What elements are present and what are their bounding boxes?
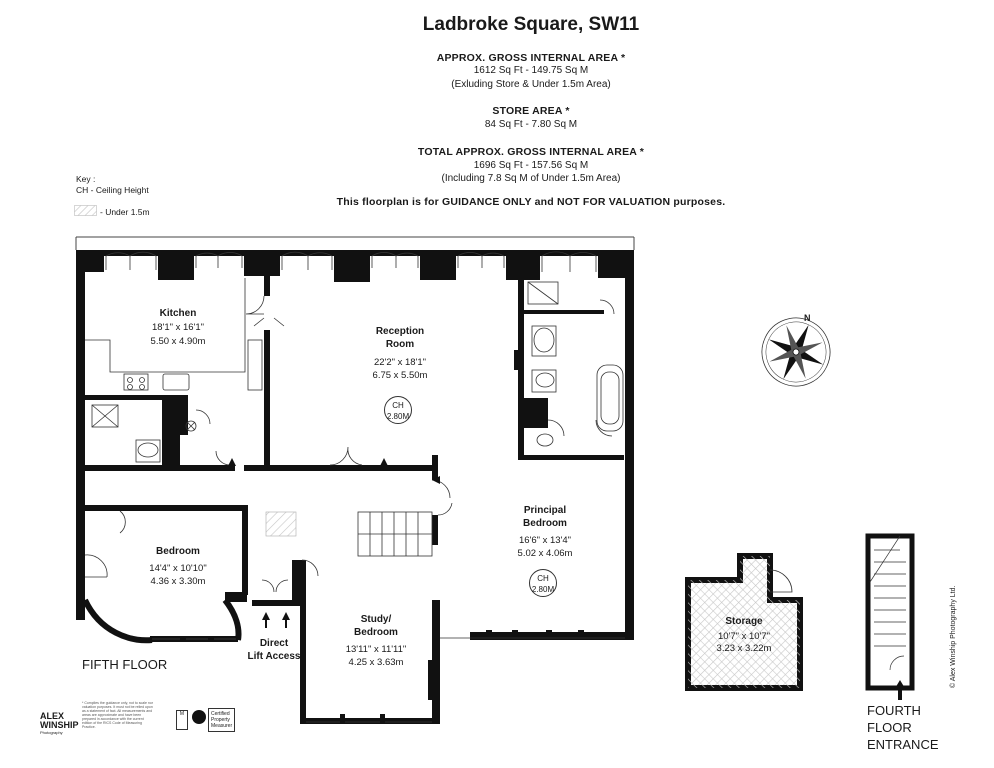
fourth-floor-label-line2: FLOOR <box>867 720 912 735</box>
hallway-stairs <box>357 511 433 557</box>
reception-label-line1: Reception <box>375 326 425 337</box>
bedroom-label: Bedroom <box>156 546 200 557</box>
storage-label: Storage <box>725 616 763 627</box>
rics-seal-icon <box>192 710 206 724</box>
compass-rose <box>761 317 831 387</box>
disclaimer: This floorplan is for GUIDANCE ONLY and … <box>336 196 726 208</box>
lift-arrows <box>262 612 290 628</box>
key-under-label: - Under 1.5m <box>100 207 150 217</box>
lift-access-label-line2: Lift Access <box>247 651 301 662</box>
top-windows <box>105 251 597 272</box>
kitchen-fittings <box>85 278 263 391</box>
fine-print: * Complies the guidance only, not to sca… <box>82 701 153 729</box>
kitchen-imperial: 18'1" x 16'1" <box>151 322 205 333</box>
certified-badge: Certified Property Measurer <box>208 708 236 732</box>
store-value: 84 Sq Ft - 7.80 Sq M <box>484 119 578 130</box>
page-title: Ladbroke Square, SW11 <box>422 14 640 35</box>
key-ceiling-height: CH - Ceiling Height <box>76 185 149 195</box>
bathroom-fittings <box>527 281 624 447</box>
fourth-floor-label-line1: FOURTH <box>867 703 921 718</box>
reception-label-line2: Room <box>385 339 415 350</box>
store-label: STORE AREA * <box>492 105 570 117</box>
key-title: Key : <box>76 174 96 184</box>
study-metric: 4.25 x 3.63m <box>348 657 404 668</box>
lift-access-label-line1: Direct <box>259 638 289 649</box>
principal-ch-value: 2.80M <box>531 585 555 594</box>
storage-imperial: 10'7" x 10'7" <box>717 631 771 642</box>
storage-room <box>685 553 803 691</box>
kitchen-label: Kitchen <box>159 308 197 319</box>
principal-windows <box>486 630 584 640</box>
study-label-line1: Study/ <box>360 614 392 625</box>
principal-bedroom-imperial: 16'6" x 13'4" <box>518 535 572 546</box>
principal-bedroom-metric: 5.02 x 4.06m <box>517 548 573 559</box>
bedroom-imperial: 14'4" x 10'10" <box>149 563 207 574</box>
compass-north-label: N <box>804 313 811 323</box>
key-hatch-swatch <box>74 205 97 216</box>
logo-line1: ALEX <box>40 711 65 721</box>
badge-line3: Measurer <box>211 723 233 729</box>
logo-line3: Photography <box>40 730 63 735</box>
door-swings <box>84 295 615 593</box>
principal-bedroom-label-line1: Principal <box>523 505 567 516</box>
hallway-skylight <box>265 511 297 537</box>
reception-ch-value: 2.80M <box>386 412 410 421</box>
fourth-floor-label-line3: ENTRANCE <box>867 737 939 752</box>
gia-note: (Exluding Store & Under 1.5m Area) <box>451 79 611 90</box>
storage-metric: 3.23 x 3.22m <box>716 643 772 654</box>
fourth-floor-stair <box>865 533 915 700</box>
logo-line2: WINSHIP <box>40 720 79 730</box>
alex-winship-logo: ALEX WINSHIP Photography <box>40 712 79 736</box>
mark-icon: M <box>176 710 188 730</box>
interior-walls <box>85 256 624 606</box>
study-imperial: 13'11" x 11'11" <box>345 644 407 655</box>
principal-ceiling-height: CH 2.80M <box>529 569 557 597</box>
kitchen-metric: 5.50 x 4.90m <box>150 336 206 347</box>
badge-line1: Certified <box>211 711 230 717</box>
wc-fittings <box>91 404 197 463</box>
copyright-note: © Alex Winship Photography Ltd. <box>950 585 957 688</box>
terrace-edge <box>75 236 635 250</box>
entry-arrows <box>228 458 440 484</box>
principal-ch-label: CH <box>537 574 549 583</box>
total-note: (Including 7.8 Sq M of Under 1.5m Area) <box>441 173 621 184</box>
total-value: 1696 Sq Ft - 157.56 Sq M <box>473 160 589 171</box>
study-label-line2: Bedroom <box>354 627 398 638</box>
fifth-floor-label: FIFTH FLOOR <box>82 657 168 672</box>
total-label: TOTAL APPROX. GROSS INTERNAL AREA * <box>417 146 645 158</box>
badge-line2: Property <box>211 717 230 723</box>
gia-value: 1612 Sq Ft - 149.75 Sq M <box>473 65 589 76</box>
reception-ceiling-height: CH 2.80M <box>384 396 412 424</box>
bedroom-bay <box>82 598 242 644</box>
gia-label: APPROX. GROSS INTERNAL AREA * <box>436 52 626 64</box>
bedroom-metric: 4.36 x 3.30m <box>150 576 206 587</box>
reception-ch-label: CH <box>392 401 404 410</box>
reception-imperial: 22'2" x 18'1" <box>373 357 427 368</box>
principal-bedroom-label-line2: Bedroom <box>523 518 567 529</box>
reception-metric: 6.75 x 5.50m <box>372 370 428 381</box>
